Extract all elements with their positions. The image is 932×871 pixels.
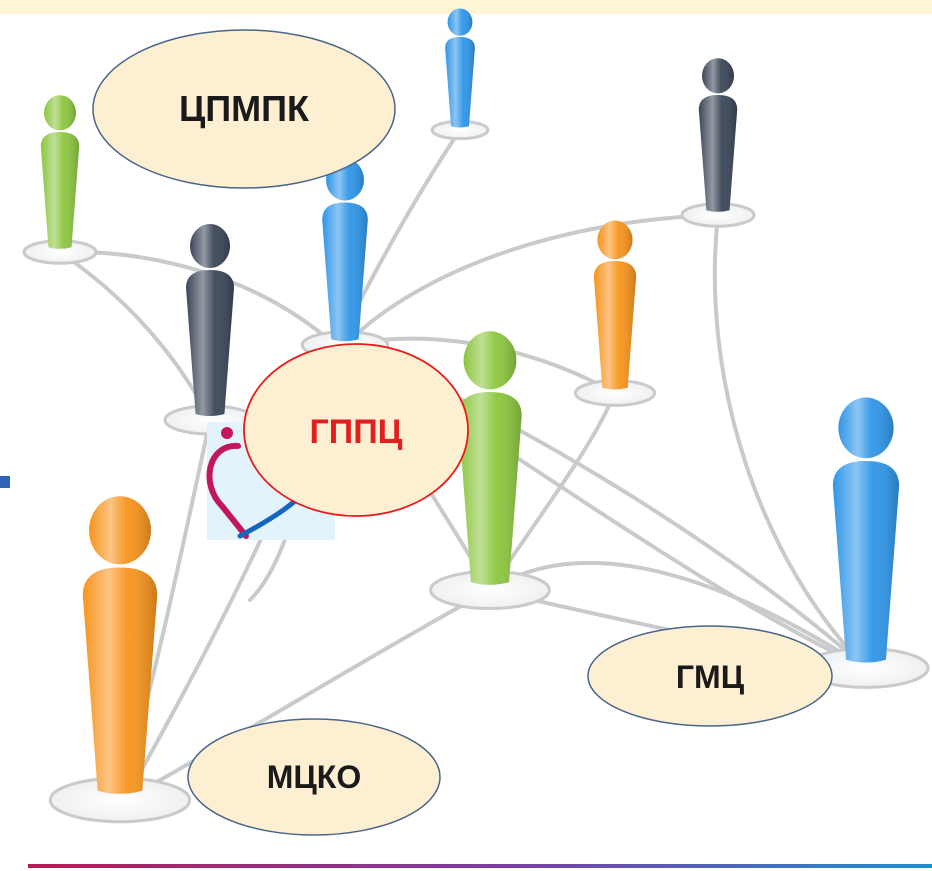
person-body-gloss-8 <box>832 461 900 663</box>
top-banner <box>0 0 932 14</box>
bubble-bottom-right-shape <box>587 625 833 727</box>
person-body-gloss-2 <box>445 37 475 128</box>
person-body-gloss-3 <box>698 95 738 212</box>
connector-line-5 <box>712 213 868 670</box>
person-head-gloss-3 <box>702 58 734 94</box>
person-icon <box>429 331 551 610</box>
connector-line-2 <box>58 250 212 422</box>
bubble-top-left-label: ЦПМПК <box>179 88 310 129</box>
connector-line-4 <box>343 213 720 347</box>
person-head-gloss-8 <box>838 397 894 459</box>
person-head-gloss-6 <box>597 220 633 260</box>
person-icon <box>680 58 756 228</box>
bubble-center: ГППЦ <box>243 343 469 517</box>
bubble-center-shape <box>243 343 469 517</box>
person-head-gloss-9 <box>89 496 151 565</box>
bubble-bottom-right-label: ГМЦ <box>676 659 745 695</box>
bubble-bottom-right: ГМЦ <box>587 625 833 727</box>
person-body-gloss-1 <box>40 132 80 249</box>
connector-line-13 <box>123 588 492 802</box>
bottom-stripe <box>28 864 932 868</box>
person-icon <box>573 220 657 407</box>
left-accent-bar <box>0 476 10 488</box>
bubble-bottom-left-shape <box>187 718 441 836</box>
connector-line-14 <box>488 391 617 592</box>
person-head-gloss-2 <box>447 8 473 36</box>
people <box>22 8 930 824</box>
person-head-gloss-5 <box>190 224 230 268</box>
bubble-top-left-shape <box>92 29 396 189</box>
connector-line-16 <box>488 560 868 670</box>
person-icon <box>430 8 490 141</box>
person-icon <box>48 496 192 824</box>
person-head-gloss-7 <box>463 331 517 390</box>
bubble-bottom-left-label: МЦКО <box>267 759 361 795</box>
bubble-center-label: ГППЦ <box>310 413 403 451</box>
person-icon <box>22 95 98 265</box>
person-icon <box>802 397 930 689</box>
person-body-gloss-4 <box>322 202 368 342</box>
person-body-gloss-9 <box>82 567 158 794</box>
person-body-gloss-7 <box>458 392 522 585</box>
bubble-bottom-left: МЦКО <box>187 718 441 836</box>
person-head-gloss-1 <box>44 95 76 131</box>
person-body-gloss-5 <box>186 270 234 416</box>
person-icon <box>163 224 257 436</box>
bubble-top-left: ЦПМПК <box>92 29 396 189</box>
person-body-gloss-6 <box>593 261 637 390</box>
